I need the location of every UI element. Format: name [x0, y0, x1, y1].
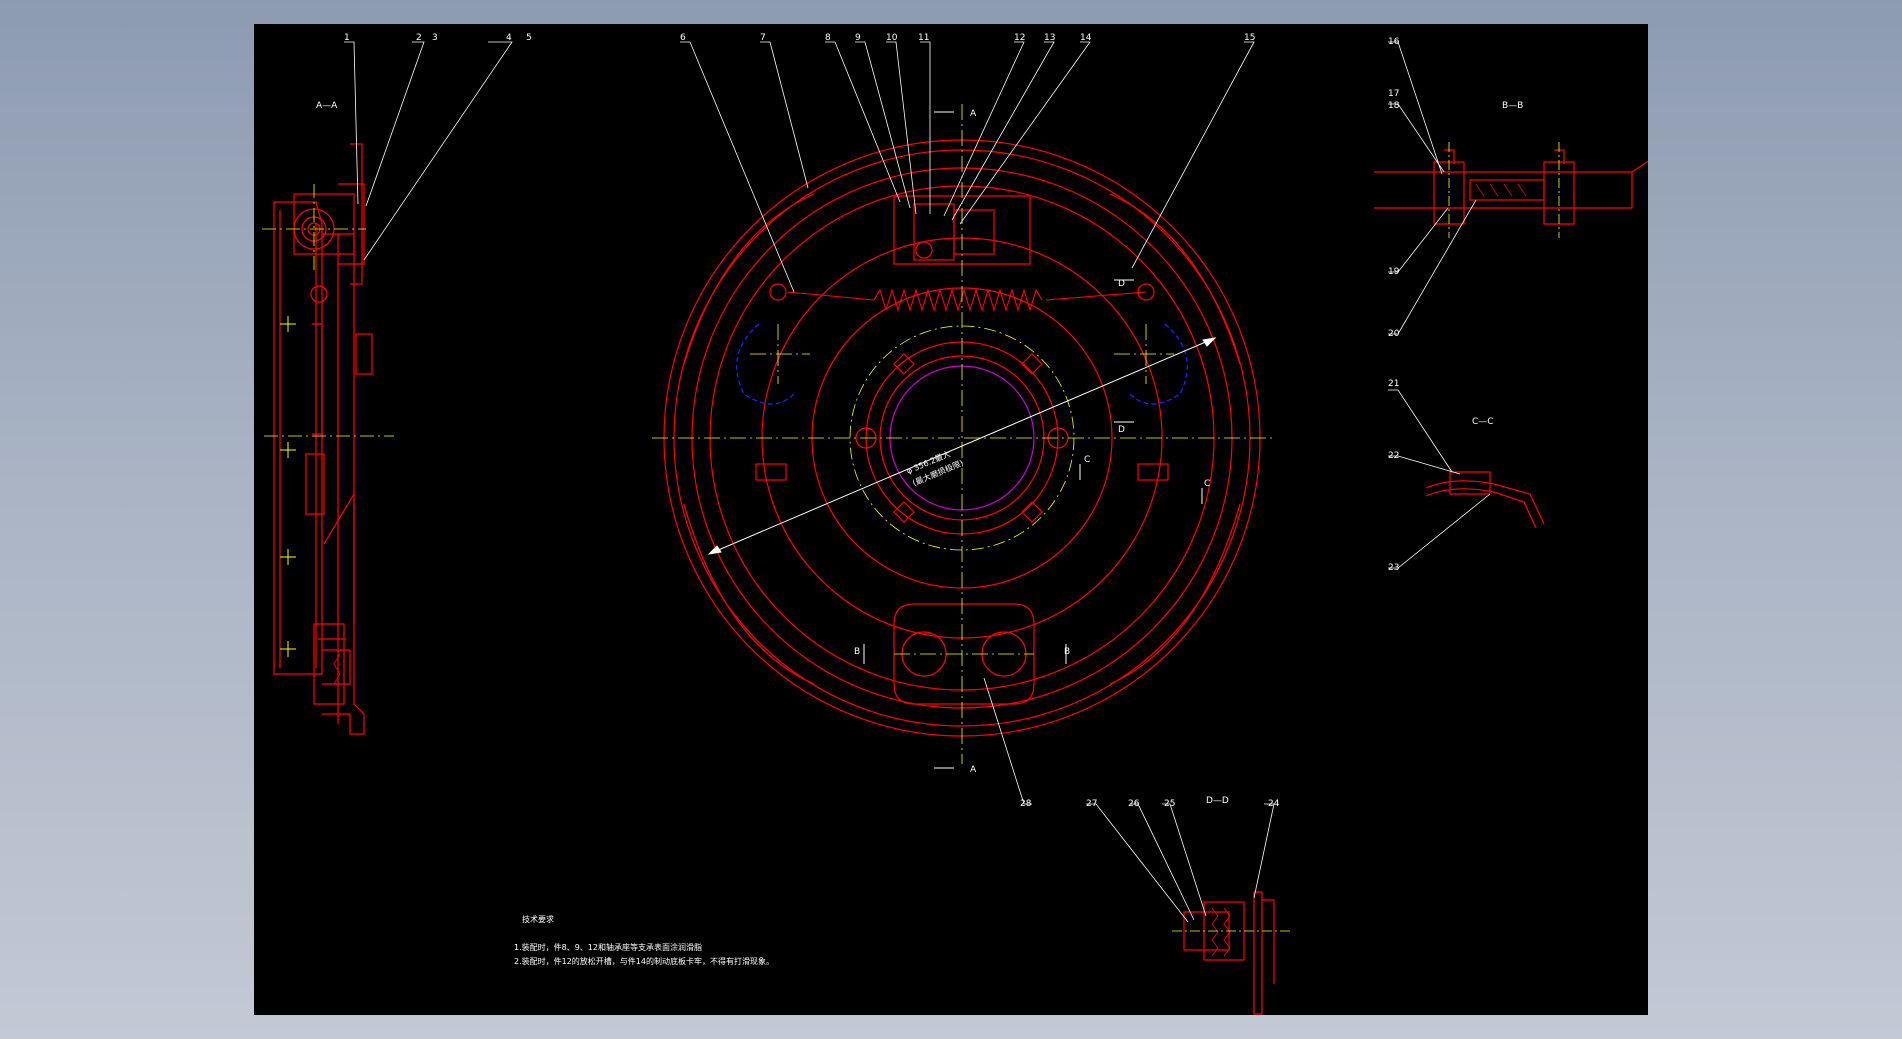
callout-26: 26: [1128, 799, 1140, 809]
section-aa-markers: [280, 316, 296, 657]
callout-20: 20: [1388, 329, 1400, 339]
callout-23: 23: [1388, 563, 1399, 573]
cut-label-c-right: C: [1204, 479, 1210, 489]
section-dd-view: [1183, 891, 1275, 1015]
callout-27: 27: [1086, 799, 1097, 809]
brake-assembly-drawing: A—A B—B C—C D—D A A B B C C D D 1 2 3 4 …: [262, 33, 1648, 1015]
cad-drawing-sheet: A—A B—B C—C D—D A A B B C C D D 1 2 3 4 …: [254, 24, 1648, 1015]
view-label-bb: B—B: [1502, 101, 1523, 111]
leader-lines: [344, 41, 1491, 923]
cut-label-b-left: B: [854, 647, 860, 657]
callout-11: 11: [918, 33, 929, 43]
bb-centerlines: [1448, 142, 1560, 238]
tech-note-2: 2.装配时，件12的放松开槽，与件14的制动底板卡牢，不得有打滑现象。: [514, 956, 774, 966]
callout-1: 1: [344, 33, 350, 43]
callout-3: 3: [432, 33, 438, 43]
callout-9: 9: [855, 33, 861, 43]
tech-note-1: 1.装配时，件8、9、12和轴承座等支承表面涂润滑脂: [514, 942, 702, 952]
callout-16: 16: [1388, 37, 1400, 47]
callout-15: 15: [1244, 33, 1255, 43]
callout-8: 8: [825, 33, 831, 43]
cut-markers: [863, 111, 1203, 769]
view-label-cc: C—C: [1472, 417, 1494, 427]
view-label-aa: A—A: [316, 101, 338, 111]
callout-18: 18: [1388, 101, 1400, 111]
callout-21: 21: [1388, 379, 1399, 389]
callout-7: 7: [760, 33, 766, 43]
cut-label-c-left: C: [1084, 455, 1090, 465]
callout-2: 2: [416, 33, 422, 43]
callout-13: 13: [1044, 33, 1055, 43]
callout-14: 14: [1080, 33, 1092, 43]
callout-12: 12: [1014, 33, 1025, 43]
cut-label-a-top: A: [970, 109, 977, 119]
callout-22: 22: [1388, 451, 1399, 461]
tech-notes-title: 技术要求: [522, 914, 554, 924]
section-aa-view: [273, 143, 373, 735]
shoe-pivot-outlines: [736, 323, 1188, 405]
section-cc-view: [1425, 471, 1545, 529]
callout-24: 24: [1268, 799, 1280, 809]
callout-25: 25: [1164, 799, 1175, 809]
callout-17: 17: [1388, 89, 1399, 99]
callout-19: 19: [1388, 267, 1400, 277]
diameter-dimension: [707, 337, 1217, 555]
callout-28: 28: [1020, 799, 1032, 809]
cut-label-d-top: D: [1118, 279, 1125, 289]
cut-label-b-right: B: [1064, 647, 1070, 657]
callout-4: 4: [506, 33, 512, 43]
cut-label-d-mid: D: [1118, 425, 1125, 435]
section-bb-view: [1374, 149, 1648, 225]
section-aa-centerlines: [262, 184, 394, 437]
view-label-dd: D—D: [1206, 796, 1229, 806]
callout-10: 10: [886, 33, 898, 43]
return-spring: [787, 288, 1147, 312]
callout-6: 6: [680, 33, 686, 43]
main-centerlines: [652, 104, 1274, 764]
cut-label-a-bottom: A: [970, 765, 977, 775]
callout-5: 5: [526, 33, 532, 43]
